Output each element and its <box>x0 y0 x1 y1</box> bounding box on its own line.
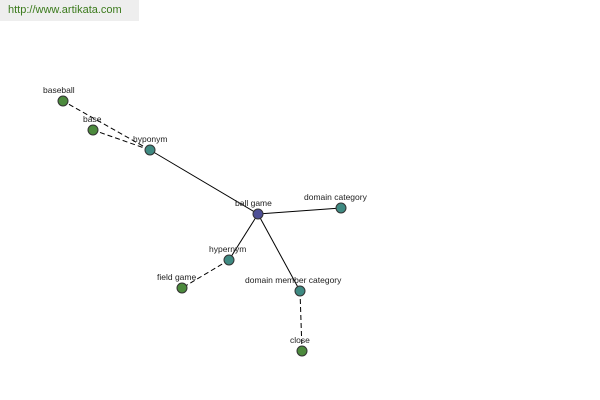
node-hypernym[interactable] <box>223 254 235 266</box>
node-label-base[interactable]: base <box>83 114 102 124</box>
node-base[interactable] <box>87 124 99 136</box>
node-domain-category[interactable] <box>335 202 347 214</box>
edge-hyponym-to-base <box>92 129 151 151</box>
edge-ball-game-to-hyponym <box>149 149 259 215</box>
node-label-baseball[interactable]: baseball <box>43 85 75 95</box>
node-label-close[interactable]: close <box>290 335 310 345</box>
edge-ball-game-to-domain-member-category <box>257 213 301 292</box>
nodes-layer <box>57 95 347 357</box>
source-url-link[interactable]: http://www.artikata.com <box>8 4 122 16</box>
node-ball-game[interactable] <box>252 208 264 220</box>
edge-ball-game-to-hypernym <box>228 213 259 261</box>
node-close[interactable] <box>296 345 308 357</box>
edge-hypernym-to-field-game <box>181 259 230 289</box>
node-label-hyponym[interactable]: hyponym <box>133 134 168 144</box>
node-label-domain-member-category[interactable]: domain member category <box>245 275 342 285</box>
node-domain-member-category[interactable] <box>294 285 306 297</box>
node-baseball[interactable] <box>57 95 69 107</box>
node-hyponym[interactable] <box>144 144 156 156</box>
edge-hyponym-to-baseball <box>62 100 151 151</box>
node-field-game[interactable] <box>176 282 188 294</box>
url-bar: http://www.artikata.com <box>0 0 139 21</box>
edge-ball-game-to-domain-category <box>257 207 342 215</box>
labels-layer: ball game hyponym domain category hypernym d… <box>43 85 368 345</box>
edges-layer <box>62 100 342 352</box>
node-label-field-game[interactable]: field game <box>157 272 196 282</box>
node-label-hypernym[interactable]: hypernym <box>209 244 246 254</box>
edge-domain-member-category-to-close <box>299 290 303 352</box>
node-label-domain-category[interactable]: domain category <box>304 192 368 202</box>
node-label-ball-game[interactable]: ball game <box>235 198 272 208</box>
